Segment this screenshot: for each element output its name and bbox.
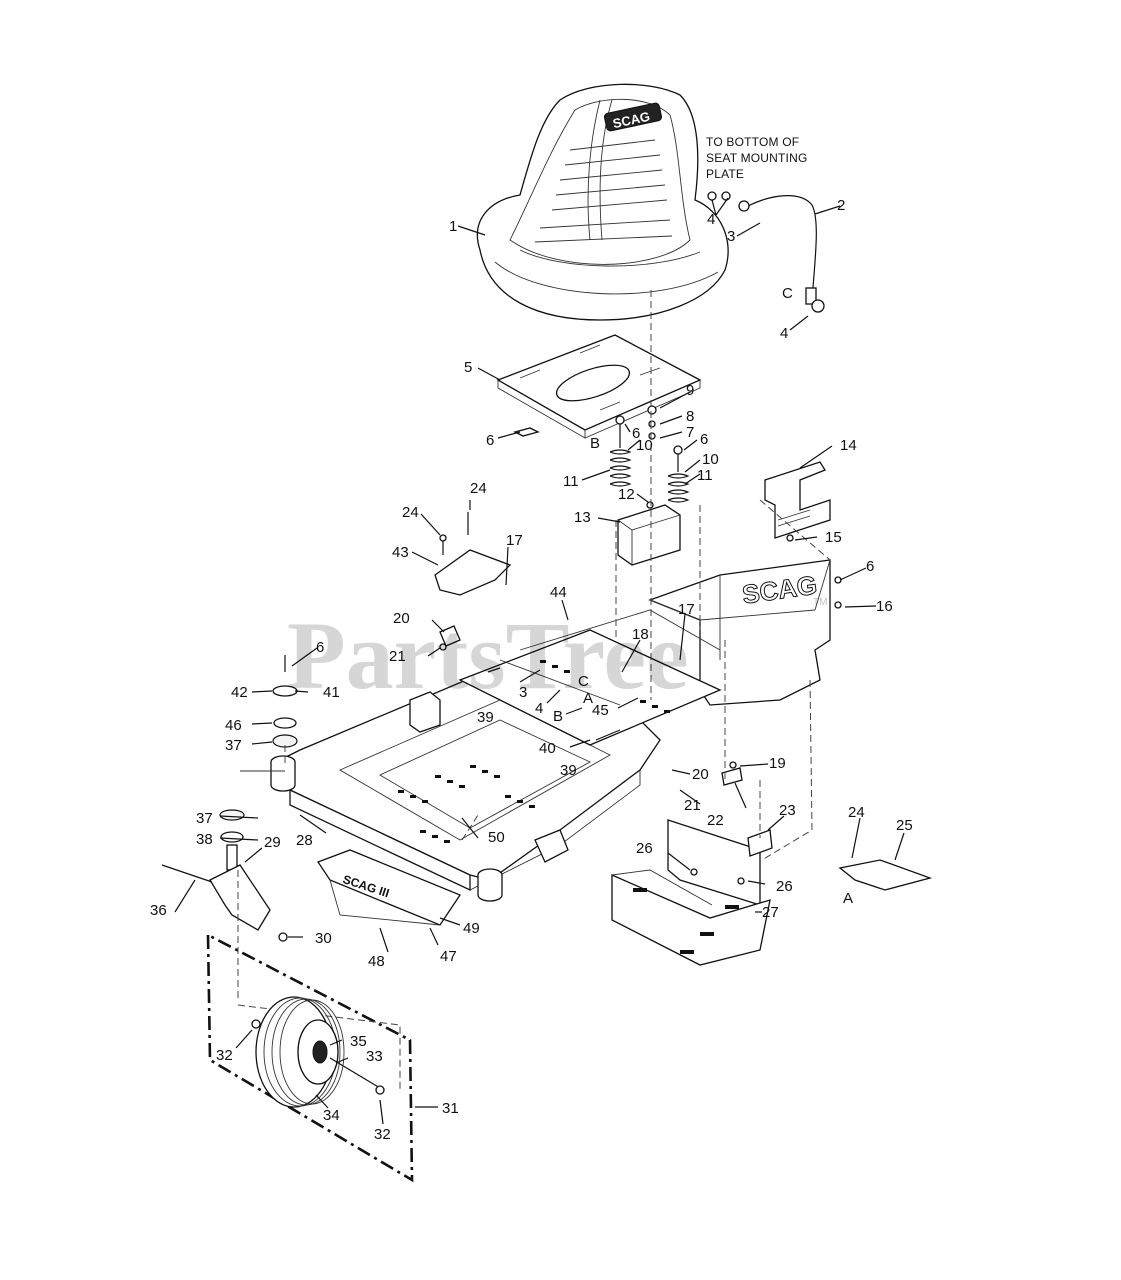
bracket-14[interactable] xyxy=(764,461,831,539)
callout-l40: 40 xyxy=(539,740,556,757)
caster-wheel-assembly[interactable] xyxy=(206,932,414,1183)
bracket-13[interactable] xyxy=(617,504,681,566)
callout-l34: 34 xyxy=(323,1107,340,1124)
callout-l25: 25 xyxy=(896,817,913,834)
callout-l4a: 4 xyxy=(707,211,715,228)
callout-l6c: 6 xyxy=(700,431,708,448)
callout-l20a: 20 xyxy=(393,610,410,627)
callout-l6a: 6 xyxy=(632,425,640,442)
seat-switch-cable[interactable] xyxy=(707,191,825,313)
callout-l21a: 21 xyxy=(389,648,406,665)
watermark-trademark: TM xyxy=(813,597,827,608)
callout-l32b: 32 xyxy=(374,1126,391,1143)
callout-l32a: 32 xyxy=(216,1047,233,1064)
callout-l17b: 17 xyxy=(678,601,695,618)
callout-l15: 15 xyxy=(825,529,842,546)
callout-l24a: 24 xyxy=(470,480,487,497)
callout-l21b: 21 xyxy=(684,797,701,814)
callout-l43: 43 xyxy=(392,544,409,561)
rear-body-box[interactable]: SCAG xyxy=(648,534,842,706)
callout-l27: 27 xyxy=(762,904,779,921)
seat-mounting-plate[interactable] xyxy=(496,334,702,439)
callout-l6b: 6 xyxy=(486,432,494,449)
callout-l6d: 6 xyxy=(866,558,874,575)
bracket-27[interactable] xyxy=(611,819,771,966)
callout-l4c: 4 xyxy=(535,700,543,717)
footrest-43[interactable] xyxy=(434,512,512,596)
callout-lA1: A xyxy=(583,690,593,707)
suspension-springs[interactable] xyxy=(513,405,690,509)
callout-l41: 41 xyxy=(323,684,340,701)
callout-l26b: 26 xyxy=(776,878,793,895)
callout-l11a: 11 xyxy=(563,473,579,490)
callout-l39a: 39 xyxy=(477,709,494,726)
callout-l10b: 10 xyxy=(702,451,719,468)
callout-lCa: C xyxy=(782,285,793,302)
callout-l47: 47 xyxy=(440,948,457,965)
callout-l3b: 3 xyxy=(519,684,527,701)
callout-l37b: 37 xyxy=(196,810,213,827)
callout-l12: 12 xyxy=(618,486,635,503)
callout-l14: 14 xyxy=(840,437,857,454)
callout-l46: 46 xyxy=(225,717,242,734)
svg-text:TO BOTTOM OF: TO BOTTOM OF xyxy=(706,135,799,149)
callout-l7: 7 xyxy=(686,424,694,441)
mounting-note: TO BOTTOM OF SEAT MOUNTING PLATE xyxy=(706,135,808,181)
callout-l16: 16 xyxy=(876,598,893,615)
callout-l4b: 4 xyxy=(780,325,788,342)
leader-lines xyxy=(174,197,905,1125)
callout-lCb: C xyxy=(578,673,589,690)
callout-l8: 8 xyxy=(686,408,694,425)
svg-text:SEAT MOUNTING: SEAT MOUNTING xyxy=(706,151,808,165)
callout-l28: 28 xyxy=(296,832,313,849)
callout-l38: 38 xyxy=(196,831,213,848)
callout-l29: 29 xyxy=(264,834,281,851)
callout-l9: 9 xyxy=(686,382,694,399)
callout-l30: 30 xyxy=(315,930,332,947)
callout-l36: 36 xyxy=(150,902,167,919)
callout-l13: 13 xyxy=(574,509,591,526)
callout-l5: 5 xyxy=(464,359,472,376)
callout-l49: 49 xyxy=(463,920,480,937)
seat[interactable]: SCAG xyxy=(476,83,729,321)
callout-l6e: 6 xyxy=(316,639,324,656)
callout-l50: 50 xyxy=(488,829,505,846)
callout-l23: 23 xyxy=(779,802,796,819)
callout-l11b: 11 xyxy=(697,467,713,484)
callout-l10a: 10 xyxy=(636,437,653,454)
callout-lBb: B xyxy=(553,708,563,725)
callout-l35: 35 xyxy=(350,1033,367,1050)
callout-l24c: 24 xyxy=(848,804,865,821)
callout-l20b: 20 xyxy=(692,766,709,783)
callout-l44: 44 xyxy=(550,584,567,601)
callout-l48: 48 xyxy=(368,953,385,970)
small-parts-right[interactable] xyxy=(721,761,933,891)
callout-l2: 2 xyxy=(837,197,845,214)
callout-l42: 42 xyxy=(231,684,248,701)
callout-l37a: 37 xyxy=(225,737,242,754)
callout-l33: 33 xyxy=(366,1048,383,1065)
callout-l39b: 39 xyxy=(560,762,577,779)
main-frame[interactable] xyxy=(270,609,722,902)
callout-labels: 1 2 3 4 C 4 5 9 8 6 7 6 6 B 10 10 11 11 … xyxy=(150,197,913,1143)
callout-l17a: 17 xyxy=(506,532,523,549)
callout-l45: 45 xyxy=(592,702,609,719)
callout-l18: 18 xyxy=(632,626,649,643)
callout-l26a: 26 xyxy=(636,840,653,857)
watermark: PartsTree xyxy=(287,602,689,709)
assembly-guide-lines xyxy=(237,290,831,1000)
callout-l3a: 3 xyxy=(727,228,735,245)
callout-l22: 22 xyxy=(707,812,724,829)
svg-text:PLATE: PLATE xyxy=(706,167,744,181)
caster-fork[interactable] xyxy=(161,809,288,942)
callout-lA2: A xyxy=(843,890,853,907)
callout-l31: 31 xyxy=(442,1100,459,1117)
callout-l19: 19 xyxy=(769,755,786,772)
hardware-stack-left[interactable] xyxy=(272,625,461,748)
callout-l24b: 24 xyxy=(402,504,419,521)
callout-l1: 1 xyxy=(449,218,457,235)
callout-lBa: B xyxy=(590,435,600,452)
